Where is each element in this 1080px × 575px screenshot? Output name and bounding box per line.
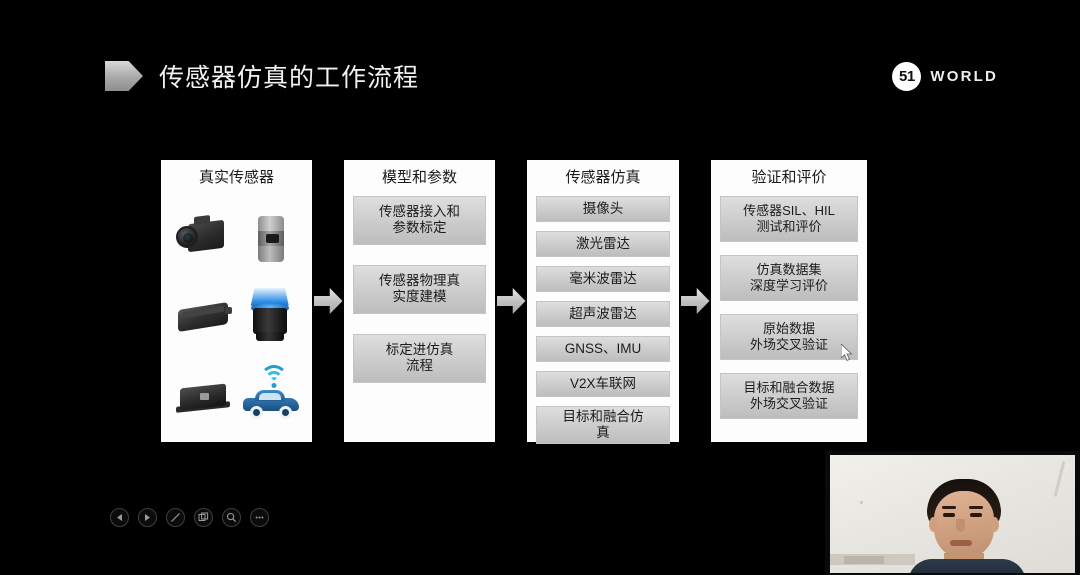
pentagon-arrow-icon (105, 61, 143, 91)
flow-connector-3 (679, 160, 711, 442)
right-arrow-icon (680, 288, 710, 314)
diagram-box[interactable]: 目标和融合仿真 (536, 405, 670, 444)
diagram-column-models: 模型和参数 传感器接入和参数标定 传感器物理真实度建模 标定进仿真流程 (344, 160, 495, 442)
diagram-box[interactable]: 超声波雷达 (536, 300, 670, 327)
brand-name: WORLD (930, 68, 998, 85)
flow-connector-1 (312, 160, 344, 442)
diagram-box[interactable]: 原始数据外场交叉验证 (720, 313, 858, 360)
right-arrow-icon (313, 288, 343, 314)
v2x-car-icon (237, 359, 303, 429)
diagram-box[interactable]: V2X车联网 (536, 370, 670, 397)
right-arrow-icon (496, 288, 526, 314)
diagram-box[interactable]: GNSS、IMU (536, 335, 670, 362)
sensor-image-grid (170, 196, 303, 435)
cylindrical-lidar-icon (237, 200, 303, 270)
diagram-column-real-sensors: 真实传感器 (161, 160, 312, 442)
pen-icon[interactable] (166, 508, 185, 527)
diagram-box[interactable]: 摄像头 (536, 195, 670, 222)
diagram-box[interactable]: 传感器接入和参数标定 (353, 195, 486, 245)
brand-badge: 51 (892, 62, 922, 91)
diagram-box[interactable]: 目标和融合数据外场交叉验证 (720, 372, 858, 419)
column-title: 真实传感器 (198, 169, 274, 186)
next-icon[interactable] (138, 508, 157, 527)
more-icon[interactable] (250, 508, 269, 527)
zoom-icon[interactable] (222, 508, 241, 527)
column-title: 模型和参数 (381, 169, 457, 186)
diagram-box[interactable]: 仿真数据集深度学习评价 (720, 254, 858, 301)
workflow-diagram: 真实传感器 (161, 160, 891, 444)
page-title: 传感器仿真的工作流程 (159, 64, 420, 92)
lidar-scan-cone-icon (237, 280, 303, 350)
diagram-box[interactable]: 毫米波雷达 (536, 265, 670, 292)
slide-header: 传感器仿真的工作流程 (105, 58, 419, 94)
screenshot-icon[interactable] (194, 508, 213, 527)
diagram-box[interactable]: 标定进仿真流程 (353, 333, 486, 383)
column-title: 传感器仿真 (565, 169, 641, 186)
radar-module-icon (170, 280, 236, 350)
imu-gnss-box-icon (170, 359, 236, 429)
column-title: 验证和评价 (751, 169, 827, 186)
player-toolbar[interactable] (110, 508, 269, 527)
video-frame (830, 455, 1075, 573)
flow-connector-2 (495, 160, 527, 442)
diagram-box[interactable]: 传感器物理真实度建模 (353, 264, 486, 314)
diagram-column-simulation: 传感器仿真 摄像头 激光雷达 毫米波雷达 超声波雷达 GNSS、IMU V2X车… (527, 160, 679, 444)
brand-logo: 51 WORLD (892, 62, 998, 91)
previous-icon[interactable] (110, 508, 129, 527)
diagram-box[interactable]: 激光雷达 (536, 230, 670, 257)
mouse-pointer-icon (840, 343, 854, 363)
camera-sensor-icon (170, 200, 236, 270)
presenter-video[interactable] (825, 451, 1080, 575)
